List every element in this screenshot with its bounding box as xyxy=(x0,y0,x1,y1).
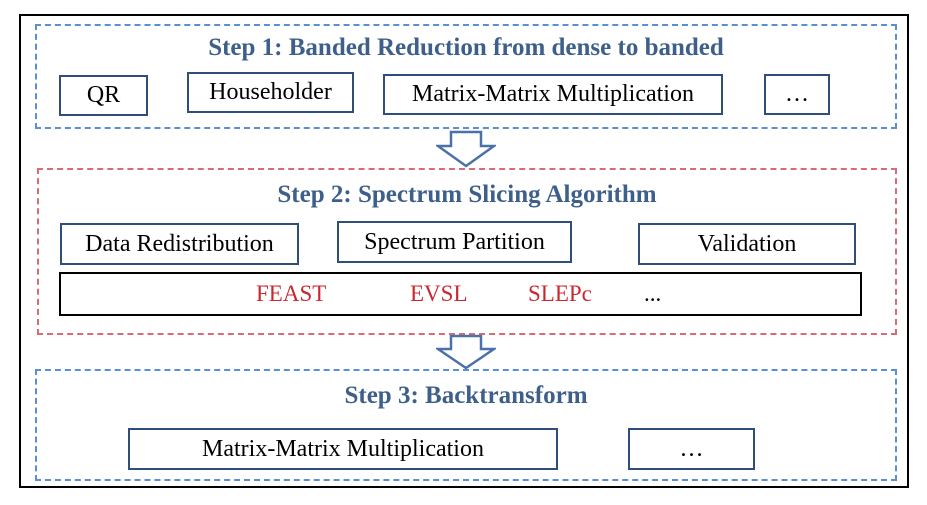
step3-panel: Step 3: Backtransform Matrix-Matrix Mult… xyxy=(35,369,897,481)
diagram-frame xyxy=(19,14,909,488)
step1-panel: Step 1: Banded Reduction from dense to b… xyxy=(35,24,897,129)
algorithm-evsl: EVSL xyxy=(410,281,468,306)
step2-title: Step 2: Spectrum Slicing Algorithm xyxy=(277,181,657,208)
step1-qr-box: QR xyxy=(59,75,148,116)
algorithm-feast: FEAST xyxy=(256,281,327,306)
step3-matmul-box: Matrix-Matrix Multiplication xyxy=(128,428,558,470)
step2-panel: Step 2: Spectrum Slicing Algorithm Data … xyxy=(37,168,897,335)
step2-data-redistribution-box: Data Redistribution xyxy=(60,223,299,265)
algorithm-more: ... xyxy=(644,281,662,306)
step1-title: Step 1: Banded Reduction from dense to b… xyxy=(208,34,724,61)
step1-more-box: … xyxy=(764,74,830,115)
step1-matmul-box: Matrix-Matrix Multiplication xyxy=(383,74,723,115)
step1-householder-box: Householder xyxy=(187,72,354,113)
down-arrow-icon xyxy=(436,130,496,168)
step3-title: Step 3: Backtransform xyxy=(344,382,588,409)
step2-validation-box: Validation xyxy=(638,223,856,265)
algorithm-slepc: SLEPc xyxy=(528,281,592,306)
step2-spectrum-partition-box: Spectrum Partition xyxy=(337,221,572,263)
step3-more-box: … xyxy=(628,428,755,470)
down-arrow-icon xyxy=(436,334,496,370)
step2-algorithms-bar: FEAST EVSL SLEPc ... xyxy=(59,272,862,316)
